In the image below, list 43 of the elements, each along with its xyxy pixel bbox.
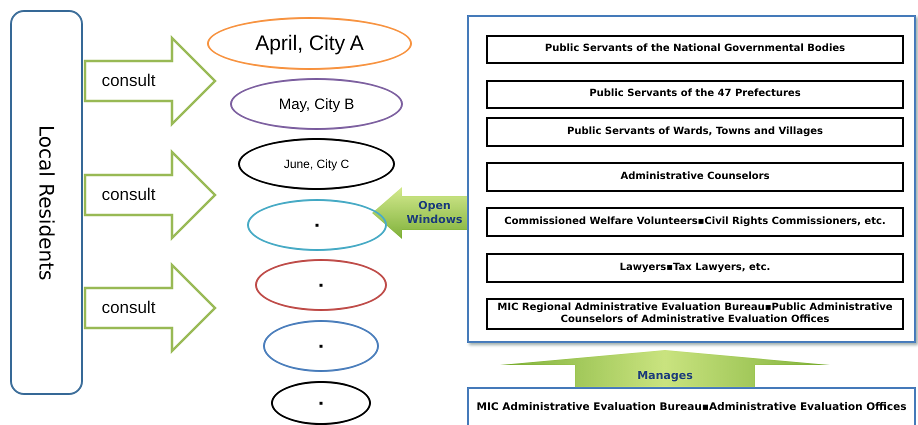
process-box — [486, 162, 904, 192]
block-arrow — [372, 187, 467, 239]
node-label: Administrative Counselors — [620, 170, 770, 184]
node-label: MIC Regional Administrative Evaluation Bureau▪Public Administrative Counselors of Administrative Evaluation Offices — [496, 302, 894, 326]
city-ellipse — [207, 17, 412, 70]
process-box — [486, 80, 904, 109]
group-box — [10, 10, 83, 395]
city-ellipse — [271, 381, 371, 425]
edge-label: consult — [100, 184, 156, 206]
process-box — [486, 253, 904, 283]
process-box — [486, 35, 904, 64]
city-ellipse — [263, 320, 379, 372]
city-ellipse — [255, 259, 387, 311]
process-box — [486, 117, 904, 147]
node-label: MIC Administrative Evaluation Bureau▪Administrative Evaluation Offices — [476, 401, 906, 413]
edge-label: Open Windows — [406, 198, 464, 228]
process-box — [486, 298, 904, 330]
ellipse-label: May, City B — [278, 96, 354, 112]
node-label: Public Servants of the National Governmental Bodies — [544, 43, 846, 56]
ellipse-label: ▪ — [318, 396, 324, 410]
node-label: Commissioned Welfare Volunteers▪Civil Rights Commissioners, etc. — [504, 216, 886, 228]
node-label: Lawyers▪Tax Lawyers, etc. — [620, 262, 770, 274]
block-arrow — [500, 350, 830, 387]
ellipse-label: ▪ — [318, 278, 324, 292]
block-arrow — [84, 34, 217, 128]
city-ellipse — [247, 199, 387, 251]
edge-label: consult — [100, 297, 156, 319]
node-label: Public Servants of the 47 Prefectures — [589, 88, 801, 101]
ellipse-label: ▪ — [314, 218, 320, 232]
block-arrow — [84, 262, 217, 354]
ellipse-label: ▪ — [318, 339, 324, 353]
process-box — [486, 207, 904, 237]
node-label: Public Servants of Wards, Towns and Villages — [567, 126, 823, 138]
city-ellipse — [238, 138, 395, 190]
ellipse-label: April, City A — [255, 32, 364, 56]
ellipse-label: June, City C — [284, 157, 350, 171]
panel-background — [467, 15, 916, 343]
edge-label: consult — [100, 70, 156, 92]
process-box — [467, 387, 916, 425]
node-label: Local Residents — [34, 124, 58, 280]
edge-label: Manages — [636, 368, 694, 384]
block-arrow — [84, 148, 217, 242]
city-ellipse — [230, 78, 403, 130]
